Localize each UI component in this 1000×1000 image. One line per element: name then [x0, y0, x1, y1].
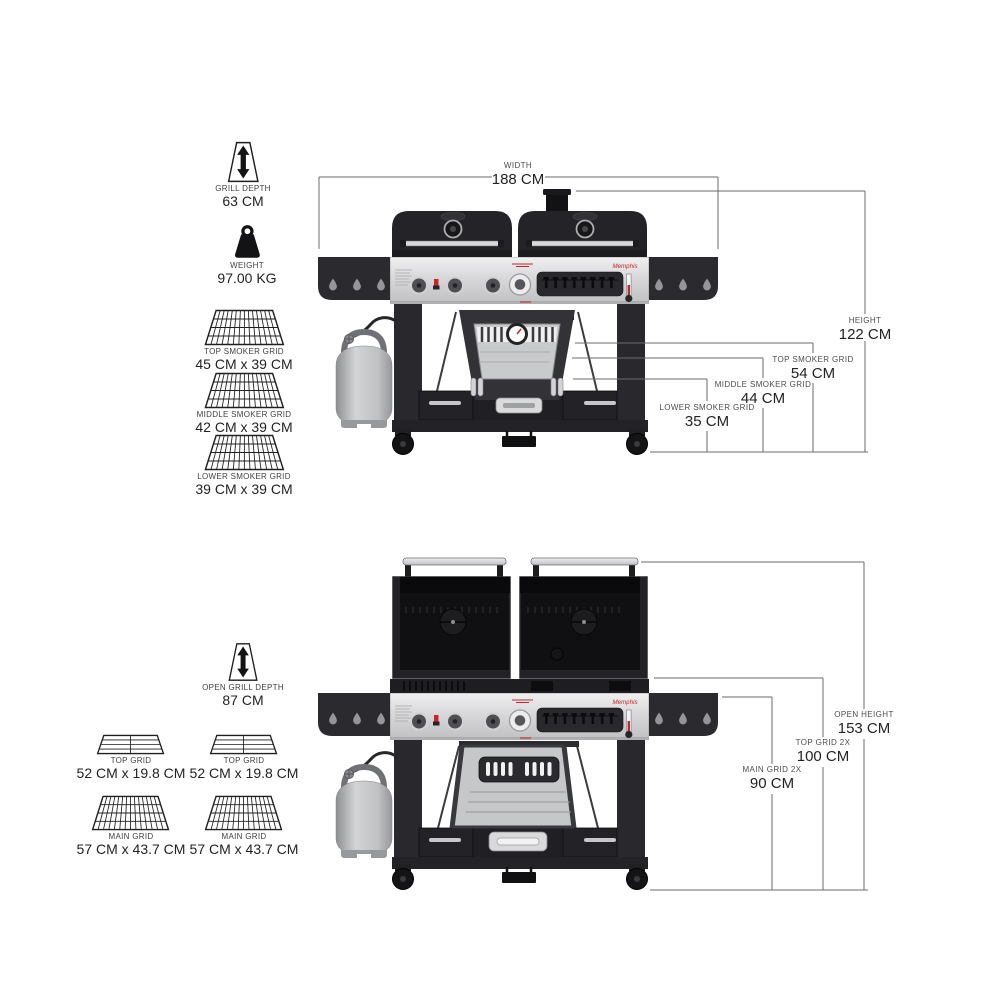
dim-value: 122 CM — [838, 325, 892, 343]
spec-main-grid-left: MAIN GRID 57 CM x 43.7 CM — [76, 795, 186, 857]
open-lid-right — [519, 576, 648, 679]
grill-open-illustration — [318, 557, 718, 890]
dim-value: 54 CM — [790, 364, 836, 382]
spec-value: 97.00 KG — [217, 269, 277, 286]
smoker-grid-icon — [203, 372, 285, 409]
spec-label: TOP GRID — [223, 756, 265, 765]
spec-main-grid-right: MAIN GRID 57 CM x 43.7 CM — [189, 795, 299, 857]
open-grill-depth-icon — [227, 642, 259, 682]
spec-open-grill-depth: OPEN GRILL DEPTH 87 CM — [202, 642, 284, 707]
dim-open-height: OPEN HEIGHT 153 CM — [834, 710, 894, 737]
dim-value: 35 CM — [684, 412, 730, 430]
shelf-right — [647, 257, 718, 300]
dimension-lines-open — [641, 561, 868, 891]
propane-tank-open — [335, 751, 398, 858]
dim-label: TOP GRID 2X — [795, 738, 851, 747]
control-panel — [390, 257, 649, 304]
dim-lower-smoker-grid: LOWER SMOKER GRID 35 CM — [659, 403, 755, 430]
spec-value: 87 CM — [222, 691, 264, 708]
spec-value: 57 CM x 43.7 CM — [76, 840, 186, 857]
dim-label: TOP SMOKER GRID — [772, 355, 854, 364]
top-grid-icon — [96, 734, 166, 755]
spec-label: WEIGHT — [230, 261, 264, 270]
dim-value: 90 CM — [749, 774, 795, 792]
smoker-grid-icon — [203, 434, 285, 471]
spec-value: 52 CM x 19.8 CM — [76, 764, 186, 781]
spec-top-smoker-grid: TOP SMOKER GRID 45 CM x 39 CM — [195, 309, 293, 372]
spec-value: 57 CM x 43.7 CM — [189, 840, 299, 857]
dim-label: HEIGHT — [848, 316, 882, 325]
dim-top-grid-2x: TOP GRID 2X 100 CM — [795, 738, 851, 765]
smoker-door — [459, 310, 575, 414]
spec-value: 39 CM x 39 CM — [195, 480, 293, 497]
open-lid-left — [392, 576, 511, 679]
firebox-band — [390, 679, 649, 693]
spec-label: MIDDLE SMOKER GRID — [196, 410, 292, 419]
weight-icon — [229, 224, 265, 260]
spec-value: 52 CM x 19.8 CM — [189, 764, 299, 781]
smoker-door-open — [449, 741, 579, 852]
spec-label: LOWER SMOKER GRID — [197, 472, 291, 481]
open-lid-handles — [402, 557, 639, 579]
spec-top-grid-right: TOP GRID 52 CM x 19.8 CM — [189, 734, 299, 781]
wheels-open — [392, 864, 648, 890]
dim-label: WIDTH — [503, 161, 533, 170]
spec-label: MAIN GRID — [221, 832, 267, 841]
chimney — [543, 189, 571, 212]
dim-middle-smoker-grid: MIDDLE SMOKER GRID 44 CM — [714, 380, 812, 407]
spec-value: 45 CM x 39 CM — [195, 355, 293, 372]
cart — [392, 304, 648, 447]
dim-value: 153 CM — [837, 719, 891, 737]
dim-label: MAIN GRID 2X — [742, 765, 802, 774]
spec-label: MAIN GRID — [108, 832, 154, 841]
spec-label: TOP SMOKER GRID — [204, 347, 284, 356]
grill-depth-icon — [226, 141, 260, 183]
dim-label: MIDDLE SMOKER GRID — [714, 380, 812, 389]
top-grid-icon — [209, 734, 279, 755]
dim-height: HEIGHT 122 CM — [838, 316, 892, 343]
spec-value: 42 CM x 39 CM — [195, 418, 293, 435]
dimension-lines-closed — [318, 176, 868, 453]
dim-value: 100 CM — [796, 747, 850, 765]
spec-top-grid-left: TOP GRID 52 CM x 19.8 CM — [76, 734, 186, 781]
dim-value: 188 CM — [491, 170, 545, 188]
control-panel-open — [390, 693, 649, 740]
dim-main-grid-2x: MAIN GRID 2X 90 CM — [742, 765, 802, 792]
propane-tank — [335, 316, 398, 428]
lid-right — [518, 211, 647, 257]
spec-label: OPEN GRILL DEPTH — [202, 683, 284, 692]
shelf-left — [318, 257, 394, 300]
main-grid-icon — [204, 795, 284, 831]
smoker-grid-icon — [203, 309, 285, 346]
spec-grill-depth: GRILL DEPTH 63 CM — [215, 141, 270, 208]
shelf-right-open — [647, 693, 718, 736]
dim-value: 44 CM — [740, 389, 786, 407]
spec-lower-smoker-grid: LOWER SMOKER GRID 39 CM x 39 CM — [195, 434, 293, 497]
main-grid-icon — [91, 795, 171, 831]
dim-top-smoker-grid: TOP SMOKER GRID 54 CM — [772, 355, 854, 382]
grill-closed-illustration — [318, 189, 718, 455]
spec-weight: WEIGHT 97.00 KG — [217, 224, 277, 286]
dim-width: WIDTH 188 CM — [491, 161, 545, 188]
dim-label: OPEN HEIGHT — [834, 710, 894, 719]
spec-label: GRILL DEPTH — [215, 184, 271, 193]
lid-left — [392, 211, 512, 257]
dim-label: LOWER SMOKER GRID — [659, 403, 755, 412]
wheels — [392, 429, 648, 455]
spec-value: 63 CM — [222, 192, 264, 209]
spec-label: TOP GRID — [110, 756, 152, 765]
spec-middle-smoker-grid: MIDDLE SMOKER GRID 42 CM x 39 CM — [195, 372, 293, 435]
shelf-left-open — [318, 693, 394, 736]
